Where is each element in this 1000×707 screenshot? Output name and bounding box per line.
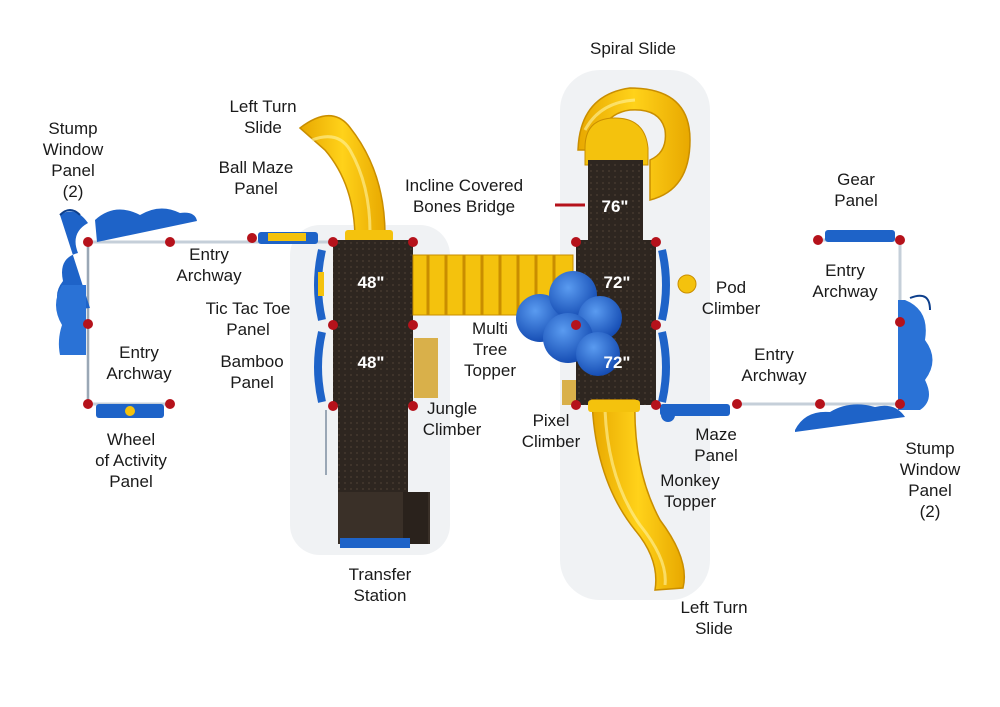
- pixel-climber: [562, 380, 576, 405]
- label-entry-archway-right-top: Entry Archway: [812, 261, 878, 301]
- label-tic-tac-toe-panel: Tic Tac Toe Panel: [205, 299, 291, 339]
- label-gear-panel: Gear Panel: [834, 170, 878, 210]
- label-jungle-climber: Jungle Climber: [422, 399, 482, 439]
- multi-tree-topper: [516, 271, 622, 376]
- deck-height-right-top: 76": [602, 197, 629, 216]
- label-transfer-station: Transfer Station: [348, 565, 412, 605]
- label-pixel-climber: Pixel Climber: [521, 411, 581, 451]
- label-stump-window-panel-right: Stump Window Panel (2): [899, 439, 961, 521]
- label-left-turn-slide-top: Left Turn Slide: [229, 97, 297, 137]
- pod-climber: [677, 274, 697, 294]
- label-maze-panel: Maze Panel: [694, 425, 738, 465]
- stump-window-panel: [95, 208, 197, 242]
- label-ball-maze-panel: Ball Maze Panel: [218, 158, 294, 198]
- deck-height-left-lower: 48": [358, 353, 385, 372]
- left-tower: 48" 48": [298, 115, 438, 548]
- left-turn-slide: [298, 115, 386, 241]
- stump-window-panel: [56, 285, 86, 355]
- spiral-slide: [577, 87, 691, 201]
- jungle-climber: [414, 338, 438, 398]
- label-wheel-of-activity-panel: Wheel of Activity Panel: [95, 430, 167, 491]
- label-entry-archway-left: Entry Archway: [106, 343, 172, 383]
- stump-window-panel: [795, 404, 905, 432]
- stump-window-panel: [898, 300, 933, 410]
- label-incline-covered-bones-bridge: Incline Covered Bones Bridge: [404, 176, 524, 216]
- maze-panel: [660, 404, 730, 416]
- label-stump-window-panel-left: Stump Window Panel (2): [42, 119, 104, 201]
- label-left-turn-slide-bottom: Left Turn Slide: [680, 598, 748, 638]
- left-turn-slide: [591, 399, 686, 591]
- label-entry-archway-right: Entry Archway: [741, 345, 807, 385]
- deck-height-right-low: 72": [604, 353, 631, 372]
- deck-height-right-mid: 72": [604, 273, 631, 292]
- deck-height-left-upper: 48": [358, 273, 385, 292]
- monkey-topper: [661, 408, 675, 422]
- label-spiral-slide: Spiral Slide: [590, 39, 676, 58]
- label-entry-archway-top-left: Entry Archway: [176, 245, 242, 285]
- left-enclosure: [56, 208, 335, 418]
- right-enclosure: [732, 230, 933, 432]
- transfer-station: [340, 538, 410, 548]
- label-pod-climber: Pod Climber: [701, 278, 761, 318]
- label-multi-tree-topper: Multi Tree Topper: [464, 319, 516, 380]
- label-bamboo-panel: Bamboo Panel: [220, 352, 284, 392]
- gear-panel: [825, 230, 895, 242]
- right-tower: 76" 72" 72": [516, 87, 730, 591]
- label-monkey-topper: Monkey Topper: [660, 471, 720, 511]
